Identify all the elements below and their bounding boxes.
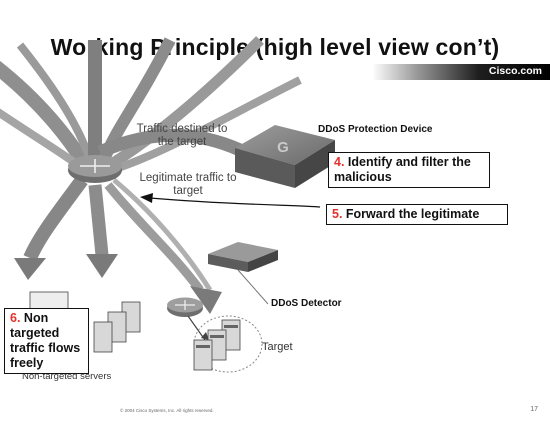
step-4-text: Identify and filter the malicious bbox=[334, 155, 471, 184]
stream-arrowheads bbox=[14, 254, 222, 314]
step-4-number: 4. bbox=[334, 155, 345, 169]
target-servers bbox=[193, 315, 263, 373]
page-number: 17 bbox=[530, 406, 538, 413]
router-main bbox=[68, 155, 122, 183]
ddos-detector bbox=[208, 242, 278, 272]
forward-legitimate-callout: 5. Forward the legitimate bbox=[326, 204, 508, 225]
step-5-text: Forward the legitimate bbox=[342, 207, 480, 221]
device-letter-g: G bbox=[277, 139, 289, 156]
cisco-logo: Cisco.com bbox=[488, 65, 542, 77]
traffic-streams bbox=[0, 36, 302, 293]
step-6-number: 6. bbox=[10, 311, 21, 325]
identify-filter-callout: 4. Identify and filter the malicious bbox=[328, 152, 490, 188]
detector-label: DDoS Detector bbox=[271, 298, 342, 309]
copyright-notice: © 2004 Cisco Systems, Inc. All rights re… bbox=[120, 408, 214, 413]
step-6-text: Non targeted traffic flows freely bbox=[10, 311, 81, 370]
step-5-number: 5. bbox=[332, 207, 343, 221]
ddos-protection-device: G bbox=[235, 125, 335, 188]
router-target bbox=[167, 297, 203, 317]
slide-title: Working Principle (high level view con’t… bbox=[50, 34, 500, 60]
target-label: Target bbox=[262, 341, 293, 353]
non-targeted-callout: 6. Non targeted traffic flows freely bbox=[4, 308, 89, 374]
non-targeted-servers-label: Non-targeted servers bbox=[22, 371, 112, 382]
brand-bar: Cisco.com bbox=[372, 64, 550, 80]
protection-device-label: DDoS Protection Device bbox=[318, 124, 433, 135]
legitimate-traffic-label: Legitimate traffic to target bbox=[139, 172, 237, 197]
traffic-destined-label: Traffic destined to the target bbox=[136, 123, 228, 148]
